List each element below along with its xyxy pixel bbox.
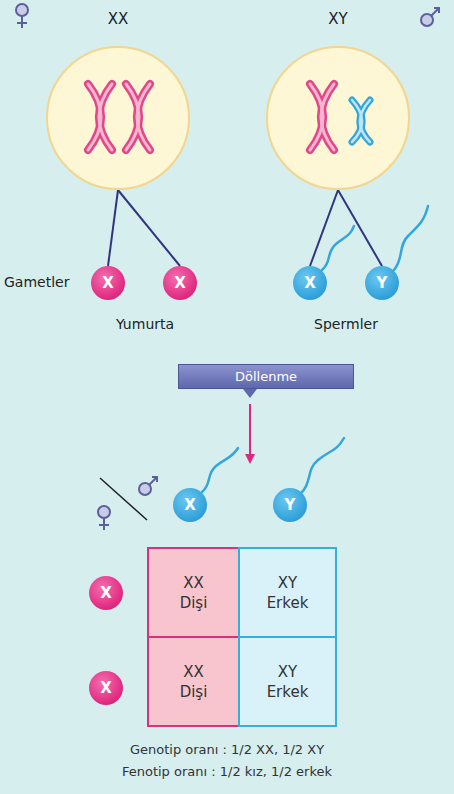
- ratio-text: Genotip oranı : 1/2 XX, 1/2 XY: [27, 742, 427, 757]
- punnett-cell: XYErkek: [238, 547, 337, 638]
- node-label: X: [304, 274, 316, 292]
- punnett-cell: XYErkek: [238, 636, 337, 727]
- egg-gamete: X: [89, 576, 123, 610]
- node-label: XX: [183, 573, 204, 593]
- row-label: Gametler: [4, 274, 84, 290]
- fertilization-arrowhead: [245, 454, 255, 464]
- node-label: XY: [268, 10, 408, 28]
- female-symbol: [98, 506, 110, 530]
- node-sublabel: Erkek: [267, 682, 309, 702]
- male-symbol: [139, 477, 157, 495]
- node-label: X: [174, 274, 186, 292]
- band-pointer: [243, 389, 257, 398]
- node-label: XX: [183, 662, 204, 682]
- fertilization-arrow: [249, 404, 251, 456]
- female-symbol: [16, 4, 28, 28]
- node-sublabel: Dişi: [180, 593, 208, 613]
- egg-gamete: X: [91, 266, 125, 300]
- cell-circle: XY: [266, 46, 410, 190]
- node-label: X: [184, 496, 196, 514]
- node-label: Döllenme: [235, 369, 297, 384]
- node-label: X: [102, 274, 114, 292]
- egg-gamete: X: [89, 671, 123, 705]
- node-label: XX: [48, 10, 188, 28]
- node-label: Y: [285, 496, 296, 514]
- node-label: XY: [278, 662, 297, 682]
- node-sublabel: Erkek: [267, 593, 309, 613]
- sperm-gamete: Y: [365, 266, 399, 300]
- sperm-tail: [202, 206, 428, 492]
- sperm-gamete: Y: [273, 488, 307, 522]
- node-sublabel: Dişi: [180, 682, 208, 702]
- connector-line: [310, 190, 338, 266]
- connector-line: [338, 190, 382, 266]
- gamete-label: Spermler: [296, 316, 396, 332]
- cell-circle: XX: [46, 46, 190, 190]
- node-label: X: [100, 679, 112, 697]
- corner-divider: [100, 478, 147, 520]
- node-label: Y: [377, 274, 388, 292]
- punnett-cell: XXDişi: [147, 636, 240, 727]
- male-symbol: [421, 8, 439, 26]
- node-label: X: [100, 584, 112, 602]
- sperm-gamete: X: [293, 266, 327, 300]
- process-band: Döllenme: [178, 364, 354, 389]
- egg-gamete: X: [163, 266, 197, 300]
- gamete-label: Yumurta: [95, 316, 195, 332]
- ratio-text: Fenotip oranı : 1/2 kız, 1/2 erkek: [27, 764, 427, 779]
- sperm-gamete: X: [173, 488, 207, 522]
- connector-line: [118, 190, 180, 266]
- punnett-cell: XXDişi: [147, 547, 240, 638]
- connector-line: [108, 190, 118, 266]
- node-label: XY: [278, 573, 297, 593]
